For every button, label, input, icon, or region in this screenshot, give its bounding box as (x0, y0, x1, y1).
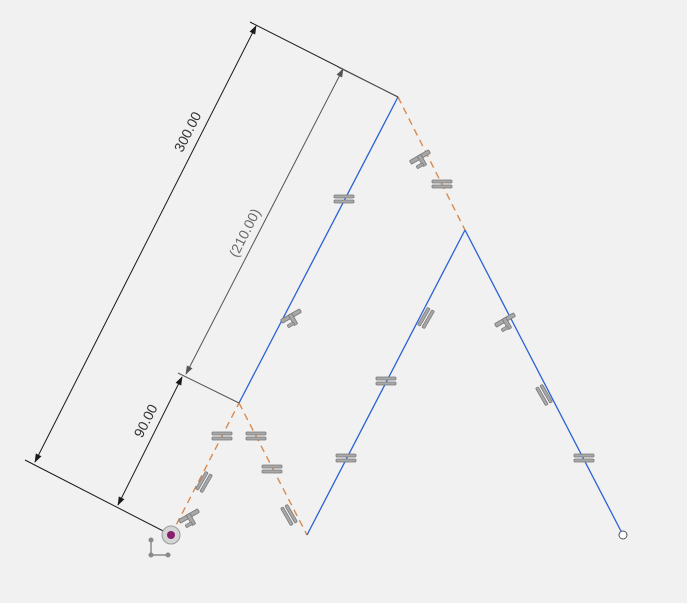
origin-point-icon[interactable] (161, 525, 181, 545)
open-endpoint-icon[interactable] (618, 530, 628, 540)
parallel-constraint-icon[interactable] (195, 471, 213, 493)
sketch-line-3[interactable] (464, 229, 624, 536)
extension-line (337, 66, 399, 98)
dimension-line (117, 376, 183, 506)
sketch-axis-icon (148, 537, 171, 558)
construction-line-3[interactable] (397, 96, 466, 231)
equal-constraint-icon[interactable] (375, 376, 397, 386)
perpendicular-constraint-icon[interactable] (409, 149, 434, 171)
constraint-glyphs-equal (211, 179, 595, 474)
equal-constraint-icon[interactable] (261, 464, 283, 474)
perpendicular-constraint-icon[interactable] (494, 312, 519, 334)
equal-constraint-icon[interactable] (431, 179, 453, 189)
parallel-constraint-icon[interactable] (417, 307, 435, 329)
equal-constraint-icon[interactable] (245, 431, 267, 441)
parallel-constraint-icon[interactable] (535, 384, 553, 406)
equal-constraint-icon[interactable] (335, 453, 357, 463)
constraint-glyphs-perpendicular (178, 149, 519, 530)
dimension-line (185, 68, 344, 375)
constraint-glyphs-parallel (195, 307, 553, 526)
equal-constraint-icon[interactable] (573, 453, 595, 463)
perpendicular-constraint-icon[interactable] (178, 508, 203, 530)
extension-line (177, 372, 240, 404)
extension-line (24, 459, 172, 536)
equal-constraint-icon[interactable] (333, 194, 355, 204)
perpendicular-constraint-icon[interactable] (280, 308, 305, 330)
equal-constraint-icon[interactable] (211, 431, 233, 441)
parallel-constraint-icon[interactable] (280, 504, 298, 526)
